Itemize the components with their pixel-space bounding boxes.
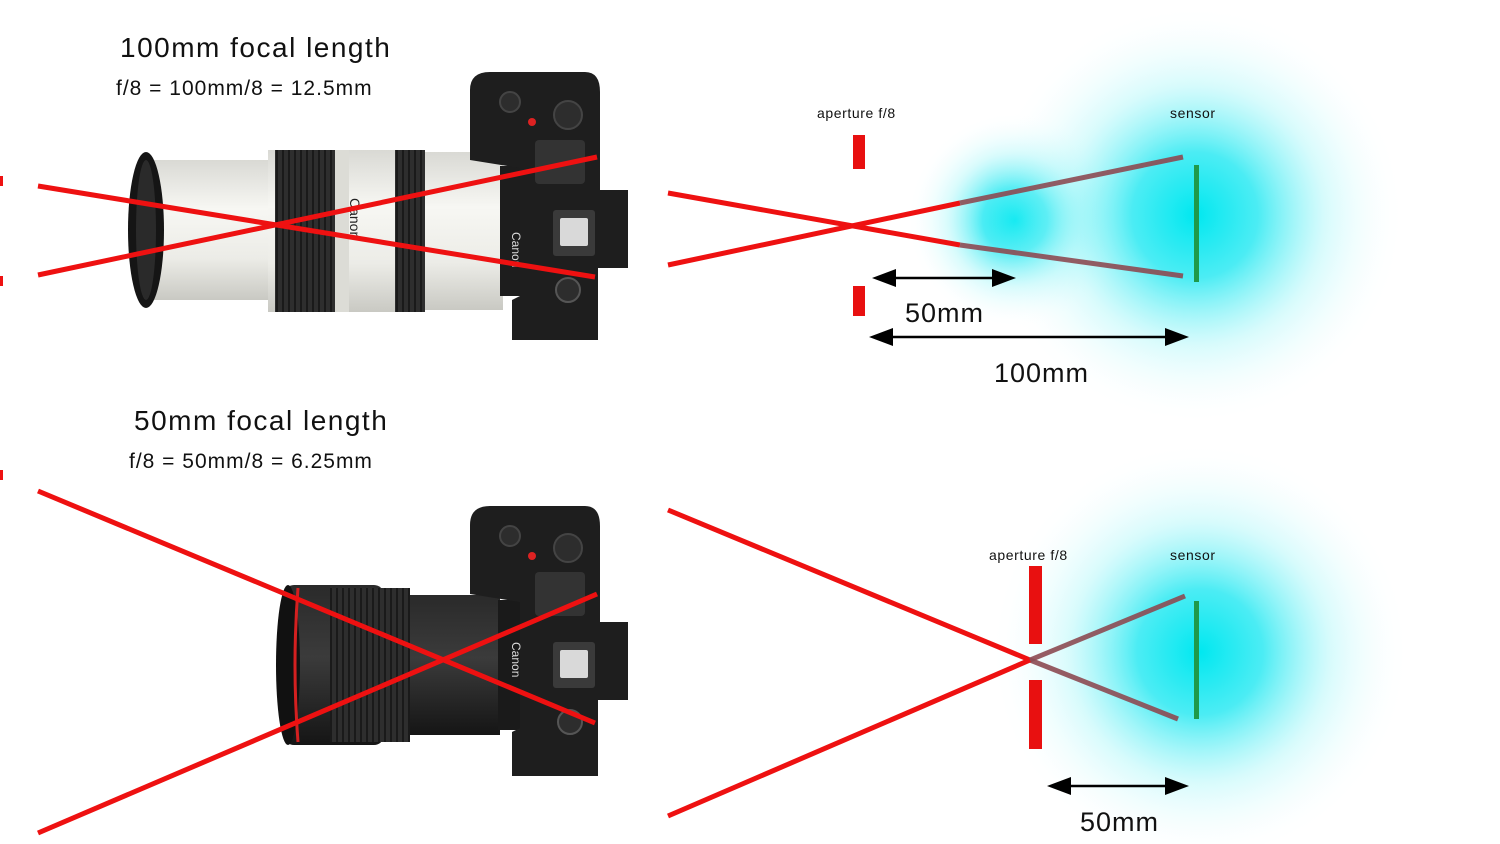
bottom-sensor-label: sensor	[1170, 547, 1216, 563]
aperture-blade-upper	[1029, 566, 1042, 644]
body-brand-text: Canon	[509, 642, 523, 677]
aperture-blade-lower	[853, 286, 865, 316]
top-dial	[499, 91, 521, 113]
viewfinder	[535, 140, 585, 184]
bottom-title: 50mm focal length	[134, 405, 388, 436]
lens-mount	[500, 166, 520, 296]
lens-zoom-ring	[330, 588, 410, 742]
ray-top-left-up	[37, 154, 598, 278]
top-dim-short: 50mm	[905, 298, 984, 328]
edge-mark	[0, 176, 3, 186]
record-button	[528, 552, 536, 560]
top-aperture-label: aperture f/8	[817, 105, 896, 121]
ray-top-left-down	[37, 183, 596, 280]
top-formula: f/8 = 100mm/8 = 12.5mm	[116, 77, 373, 100]
top-dial	[499, 525, 521, 547]
mode-dial	[553, 100, 583, 130]
camera-standard-illustration: Canon	[276, 506, 628, 776]
bottom-panel: 50mm focal length f/8 = 50mm/8 = 6.25mm …	[0, 405, 1410, 844]
sensor-glow	[990, 442, 1410, 844]
dimension-arrow-100mm	[869, 328, 1189, 346]
bottom-formula: f/8 = 50mm/8 = 6.25mm	[129, 450, 373, 473]
camera-telephoto-illustration: Canon Canon	[128, 72, 628, 340]
bottom-sensor	[1194, 601, 1199, 719]
top-panel: 100mm focal length f/8 = 100mm/8 = 12.5m…	[0, 5, 1405, 425]
aperture-blade-upper	[853, 135, 865, 169]
ray-schematic	[667, 200, 961, 268]
ray-bottom-left-up	[37, 591, 598, 836]
top-title: 100mm focal length	[120, 32, 391, 63]
camera-body	[470, 506, 628, 776]
body-brand-text: Canon	[509, 232, 523, 267]
bottom-aperture-label: aperture f/8	[989, 547, 1068, 563]
top-sensor-label: sensor	[1170, 105, 1216, 121]
mode-dial	[553, 533, 583, 563]
record-button	[528, 118, 536, 126]
lens-hood	[142, 160, 282, 300]
edge-mark	[0, 276, 3, 286]
top-dim-long: 100mm	[994, 358, 1089, 388]
dimension-arrow-50mm-bottom	[1047, 777, 1189, 795]
aperture-blade-lower	[1029, 680, 1042, 749]
lens-mount	[498, 600, 522, 730]
camera-body	[470, 72, 628, 340]
edge-mark	[0, 470, 3, 480]
ray-schematic	[667, 507, 1031, 663]
focus-ring	[395, 150, 425, 312]
dimension-arrow-50mm	[872, 269, 1016, 287]
lens-brand-text: Canon	[347, 198, 363, 239]
ray-schematic	[667, 657, 1031, 819]
control-dial	[555, 277, 581, 303]
bottom-dim: 50mm	[1080, 807, 1159, 837]
ray-schematic	[667, 190, 961, 248]
top-sensor	[1194, 165, 1199, 282]
ray-bottom-left-down	[37, 488, 596, 726]
